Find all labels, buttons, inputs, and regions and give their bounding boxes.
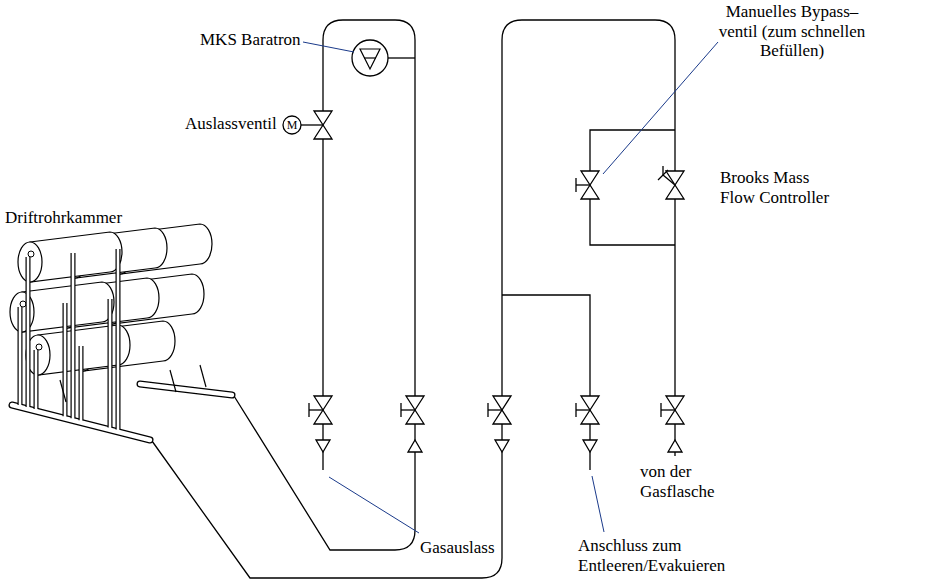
part-label: Gasauslass xyxy=(420,538,495,558)
gas-pipe xyxy=(18,307,23,405)
gas-pipe xyxy=(116,249,121,430)
manifold-tube xyxy=(140,384,232,395)
part-label: Brooks Mass Flow Controller xyxy=(720,168,840,207)
gas-pipe xyxy=(26,257,31,407)
part-label: Driftrohrkammer xyxy=(5,208,122,228)
motor-symbol-label: M xyxy=(283,117,301,133)
drift-tube xyxy=(22,282,114,332)
motor-valve xyxy=(283,111,332,139)
gas-pipe xyxy=(109,299,112,429)
gas-pipe xyxy=(80,346,83,421)
part-label: Anschluss zum Entleeren/Evakuieren xyxy=(578,536,748,575)
manifold-tube xyxy=(140,384,232,395)
chamber-leg xyxy=(170,370,176,392)
baratron-gauge xyxy=(352,40,388,76)
gas-inlet xyxy=(36,344,42,350)
part-label: Manuelles Bypass– ventil (zum schnellen … xyxy=(712,2,872,61)
leader-lines xyxy=(303,42,718,533)
pipe-connectors xyxy=(316,440,682,452)
chamber-leg xyxy=(200,365,206,387)
chamber-leg xyxy=(60,380,66,402)
drift-tube-chamber xyxy=(10,224,232,440)
gas-pipe xyxy=(117,249,120,431)
gas-inlet xyxy=(20,301,26,307)
part-label: Auslassventil xyxy=(185,114,277,134)
gas-pipe xyxy=(108,299,113,428)
pipe-lines xyxy=(152,20,675,578)
gas-pipe xyxy=(79,346,84,420)
gas-pipe xyxy=(19,307,22,406)
gas-pipe xyxy=(34,350,39,409)
gas-pipe xyxy=(27,257,30,408)
part-label: von der Gasflasche xyxy=(640,462,732,501)
gas-pipe xyxy=(35,350,38,410)
part-label: MKS Baratron xyxy=(200,30,301,50)
manual-valves xyxy=(309,166,684,424)
gas-pipe xyxy=(72,253,75,419)
gas-inlet xyxy=(28,251,34,257)
gas-pipe xyxy=(71,253,76,418)
drift-tube xyxy=(30,232,122,282)
